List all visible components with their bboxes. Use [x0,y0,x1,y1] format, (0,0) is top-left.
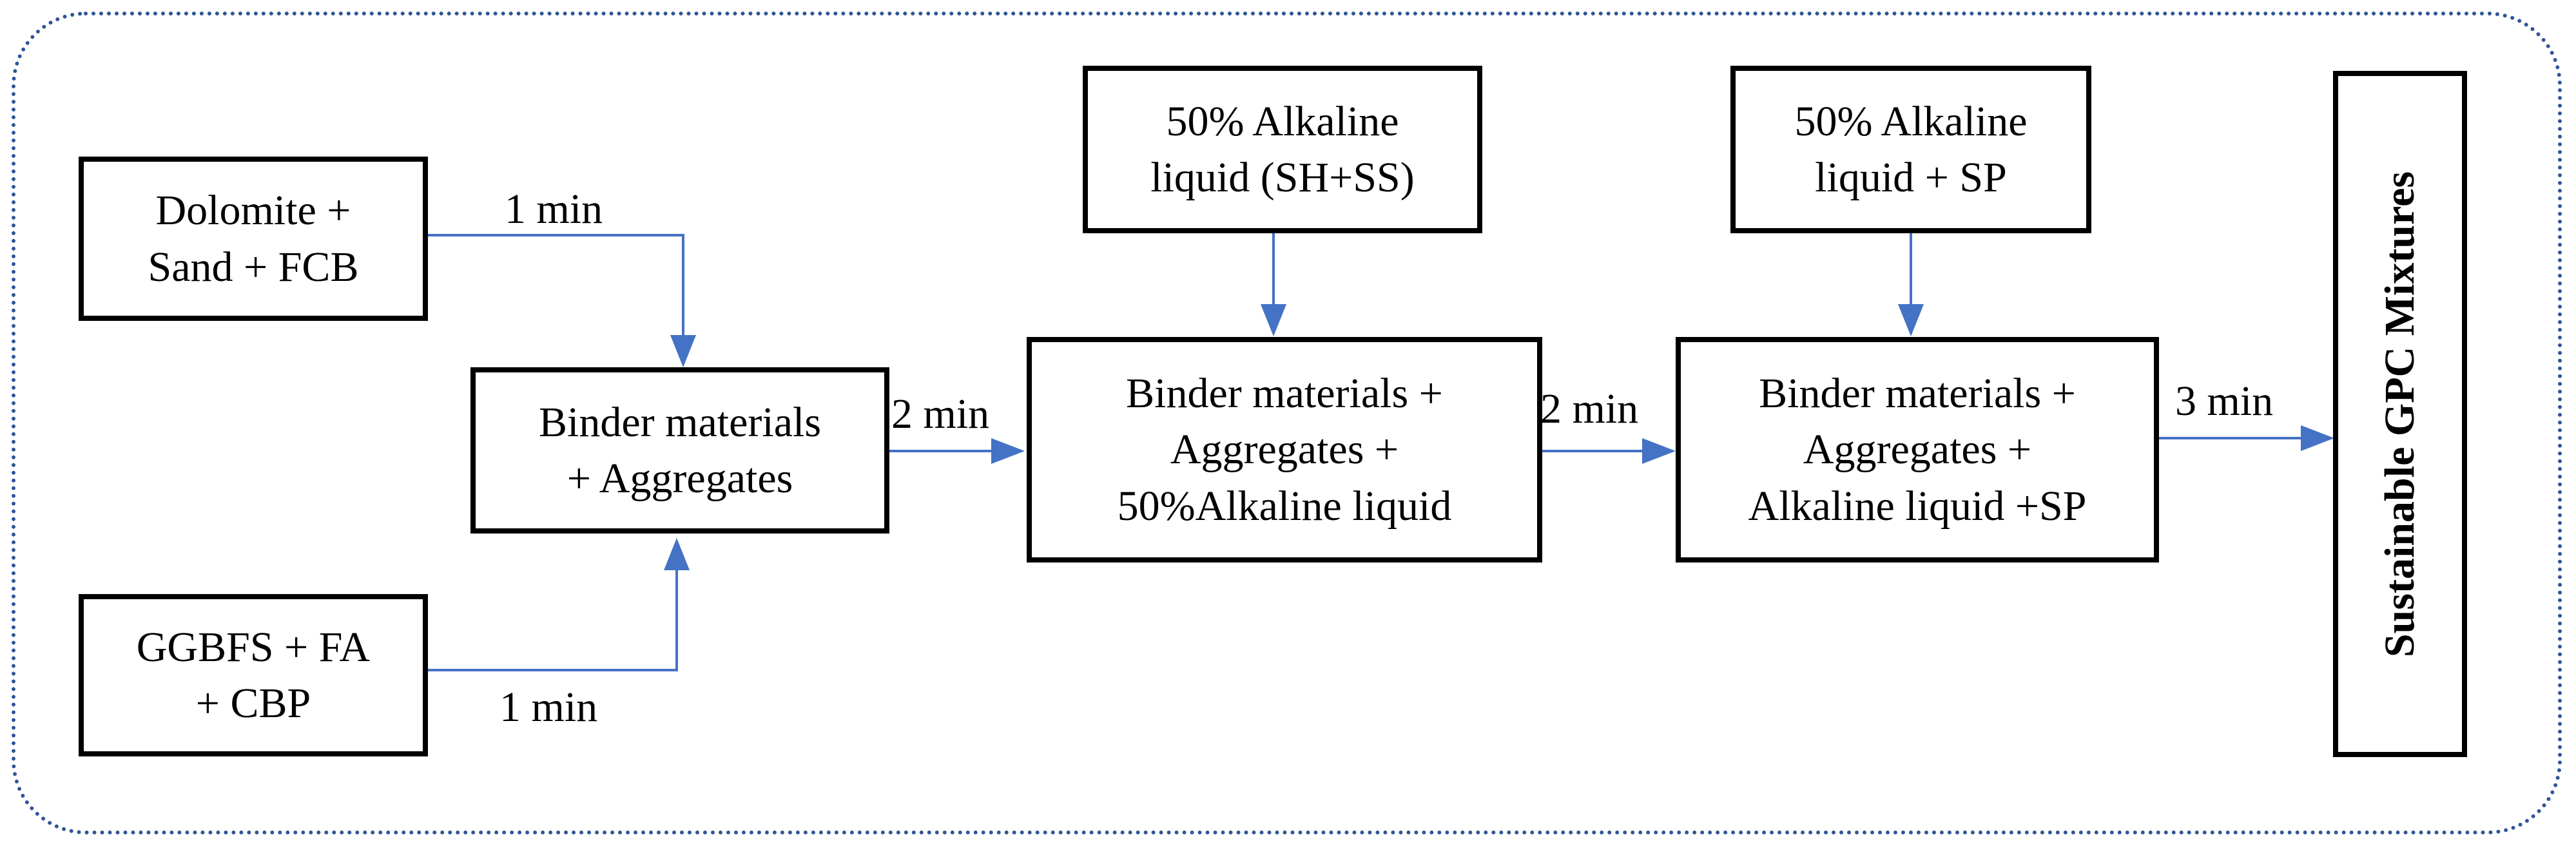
binder-aggregates-box: Binder materials + Aggregates [470,367,889,534]
binder-aggregates-alkaline-sp-text: Binder materials + Aggregates + Alkaline… [1748,370,2087,530]
alkaline-liquid-sh-ss-text: 50% Alkaline liquid (SH+SS) [1150,97,1415,201]
diagram-frame [12,12,2562,834]
time-label-step3: 2 min [1540,385,1639,432]
binder-aggregates-text: Binder materials + Aggregates [538,398,822,502]
dolomite-sand-fcb-box: Dolomite + Sand + FCB [79,157,428,321]
binder-aggregates-alkaline-box: Binder materials + Aggregates + 50%Alkal… [1027,337,1542,562]
alkaline-liquid-sp-text: 50% Alkaline liquid + SP [1794,97,2028,201]
time-label-step4: 3 min [2175,378,2274,425]
sustainable-gpc-mixtures-box: Sustainable GPC Mixtures [2333,71,2467,757]
binder-aggregates-alkaline-sp-box: Binder materials + Aggregates + Alkaline… [1676,337,2159,562]
time-label-dolomite: 1 min [505,186,603,233]
ggbfs-fa-cbp-box: GGBFS + FA + CBP [79,594,428,756]
ggbfs-fa-cbp-text: GGBFS + FA + CBP [136,623,371,727]
time-label-ggbfs: 1 min [499,684,598,731]
time-label-step2: 2 min [891,390,990,437]
binder-aggregates-alkaline-text: Binder materials + Aggregates + 50%Alkal… [1117,370,1452,530]
alkaline-liquid-sh-ss-box: 50% Alkaline liquid (SH+SS) [1083,66,1482,233]
alkaline-liquid-sp-box: 50% Alkaline liquid + SP [1730,66,2091,233]
dolomite-sand-fcb-text: Dolomite + Sand + FCB [148,187,359,291]
sustainable-gpc-mixtures-text: Sustainable GPC Mixtures [2376,171,2424,657]
